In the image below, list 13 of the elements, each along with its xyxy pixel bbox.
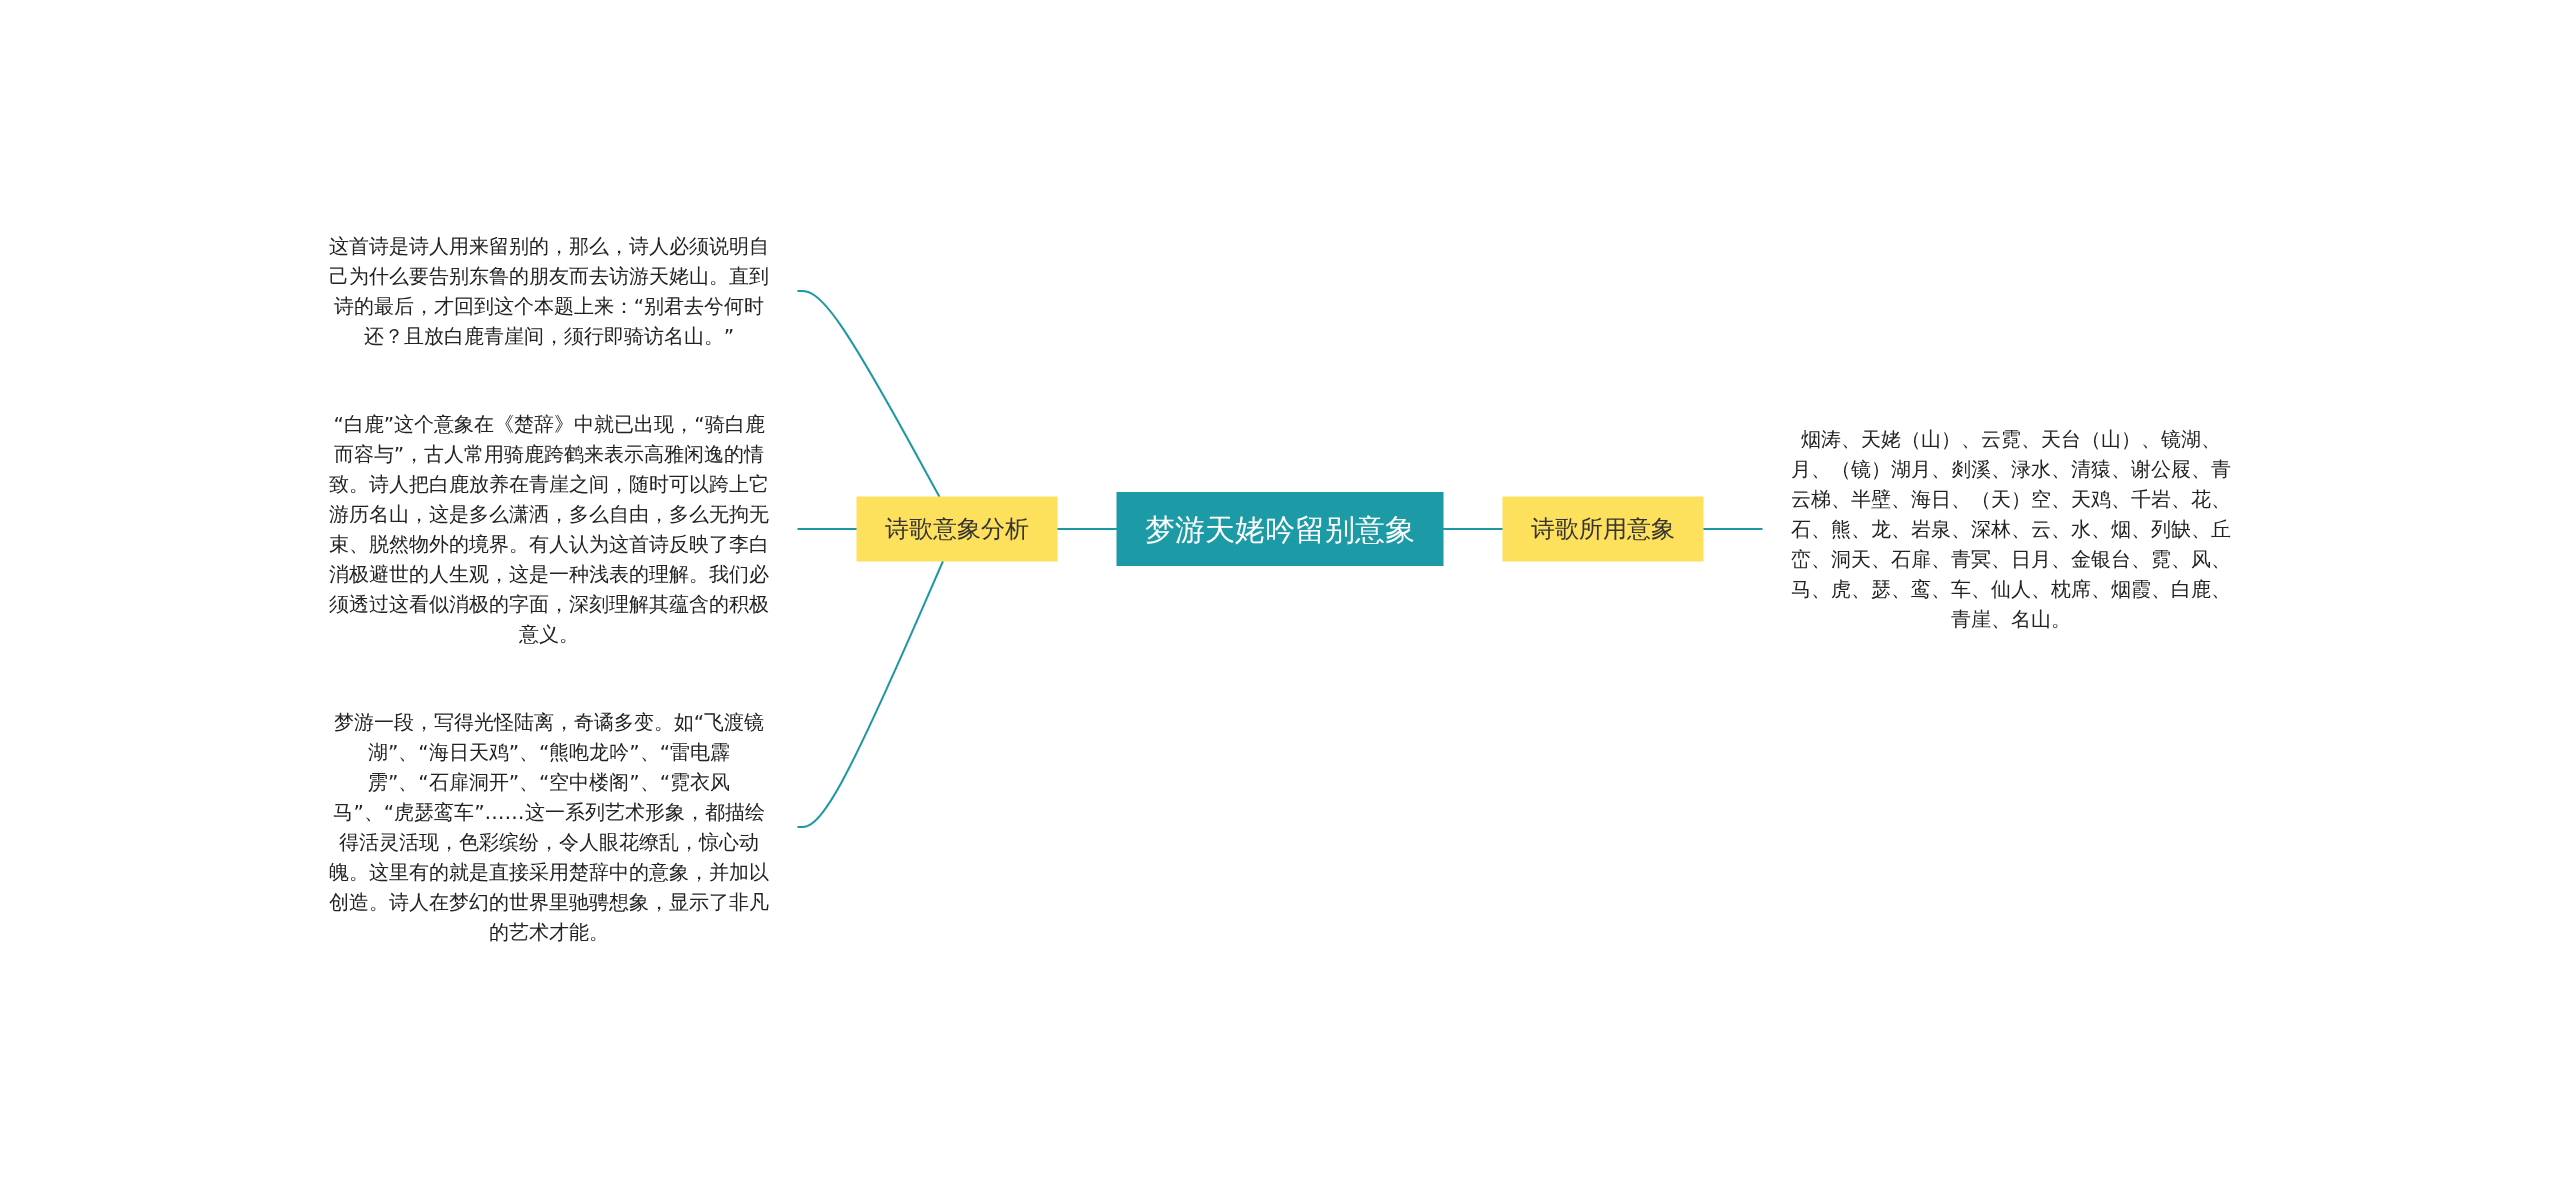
- connector: [796, 290, 941, 498]
- node-text: 梦游一段，写得光怪陆离，奇谲多变。如“飞渡镜湖”、“海日天鸡”、“熊咆龙吟”、“雷电霹雳”、“石扉洞开”、“空中楼阁”、“霓衣风马”、“虎瑟鸾车”……这一系列艺术形象，都描绘得活灵活现，色彩缤纷，令人眼花缭乱，惊心动魄。这里有的就是直接采用楚辞中的意象，并加以创造。诗人在梦幻的世界里驰骋想象，显示了非凡的艺术才能。: [329, 710, 769, 944]
- node-box: 诗歌所用意象: [1502, 496, 1704, 562]
- node-box: 诗歌意象分析: [856, 496, 1058, 562]
- connector: [1442, 528, 1504, 530]
- node-text: 这首诗是诗人用来留别的，那么，诗人必须说明自己为什么要告别东鲁的朋友而去访游天姥山。直到诗的最后，才回到这个本题上来：“别君去兮何时还？且放白鹿青崖间，须行即骑访名山。”: [329, 234, 769, 348]
- node-text: 烟涛、天姥（山）、云霓、天台（山）、镜湖、月、（镜）湖月、剡溪、渌水、清猿、谢公屐、青云梯、半壁、海日、（天）空、天鸡、千岩、花、石、熊、龙、岩泉、深林、云、水、烟、列缺、丘峦、洞天、石扉、青冥、日月、金银台、霓、风、马、虎、瑟、鸾、车、仙人、枕席、烟霞、白鹿、青崖、名山。: [1791, 427, 2231, 631]
- node-box: 梦游天姥吟留别意象: [1116, 492, 1444, 566]
- connector: [1702, 528, 1764, 530]
- connector: [1056, 528, 1118, 530]
- connector: [796, 528, 858, 530]
- connector: [796, 560, 945, 828]
- node-text: “白鹿”这个意象在《楚辞》中就已出现，“骑白鹿而容与”，古人常用骑鹿跨鹤来表示高雅闲逸的情致。诗人把白鹿放养在青崖之间，随时可以跨上它游历名山，这是多么潇洒，多么自由，多么无拘无束、脱然物外的境界。有人认为这首诗反映了李白消极避世的人生观，这是一种浅表的理解。我们必须透过这看似消极的字面，深刻理解其蕴含的积极意义。: [329, 412, 769, 646]
